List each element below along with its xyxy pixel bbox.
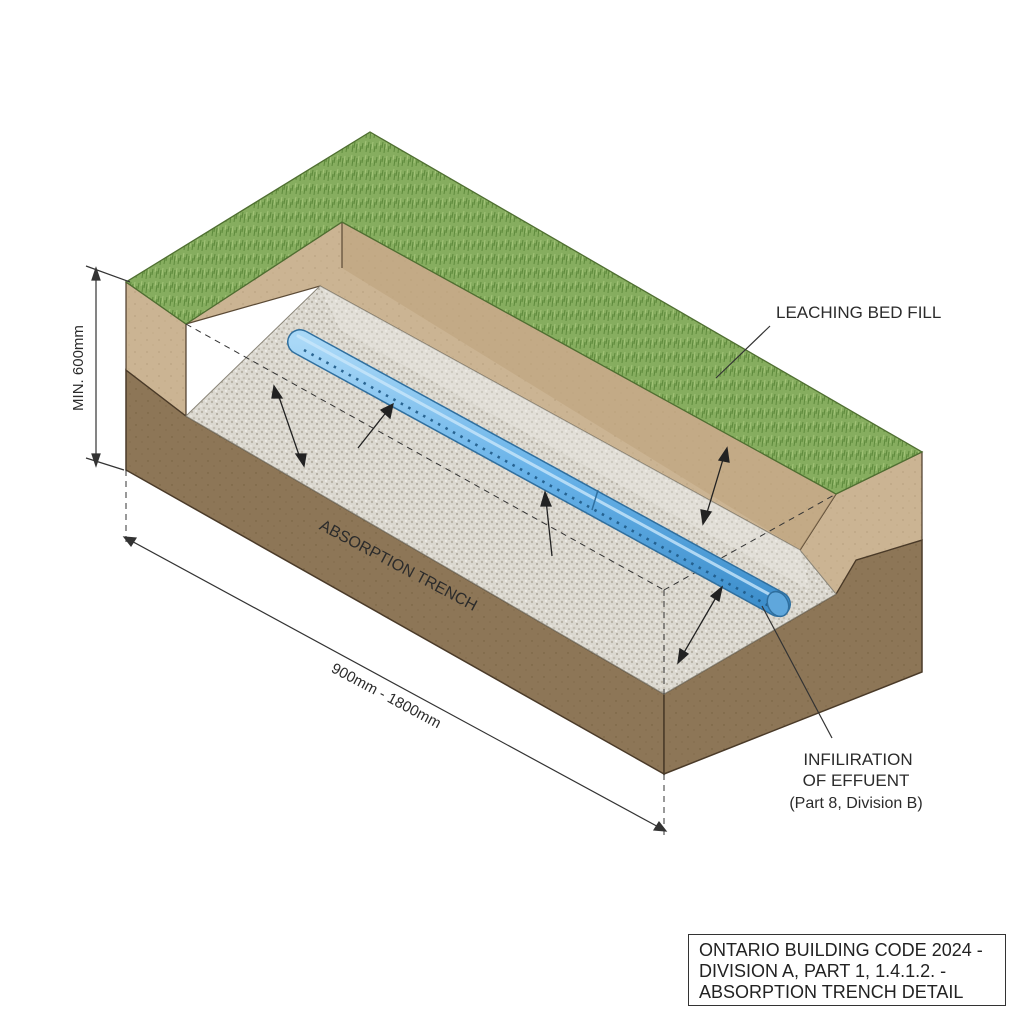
depth-label: MIN. 600mm bbox=[70, 325, 87, 411]
infiltration-label-3: (Part 8, Division B) bbox=[789, 795, 922, 812]
trench-back-wall-shade bbox=[342, 222, 836, 550]
title-line-2: DIVISION A, PART 1, 1.4.1.2. - bbox=[699, 961, 947, 981]
width-dimension bbox=[122, 536, 668, 832]
infiltration-leader bbox=[761, 605, 833, 739]
infiltration-label-1: INFILIRATION bbox=[803, 750, 912, 769]
flow-arrows bbox=[271, 384, 730, 665]
gravel-fill bbox=[185, 285, 837, 695]
width-label: 900mm - 1800mm bbox=[328, 660, 443, 732]
perforated-pipe bbox=[287, 329, 791, 618]
depth-dimension bbox=[85, 265, 131, 471]
leaching-bed-leader bbox=[715, 325, 771, 379]
title-block: ONTARIO BUILDING CODE 2024 - DIVISION A,… bbox=[688, 934, 1006, 1006]
title-line-1: ONTARIO BUILDING CODE 2024 - bbox=[699, 940, 983, 960]
infiltration-label-2: OF EFFUENT bbox=[803, 771, 910, 790]
title-line-3: ABSORPTION TRENCH DETAIL bbox=[699, 982, 964, 1002]
gravel-back-slope bbox=[320, 286, 810, 590]
leaching-bed-fill-label: LEACHING BED FILL bbox=[776, 303, 941, 322]
